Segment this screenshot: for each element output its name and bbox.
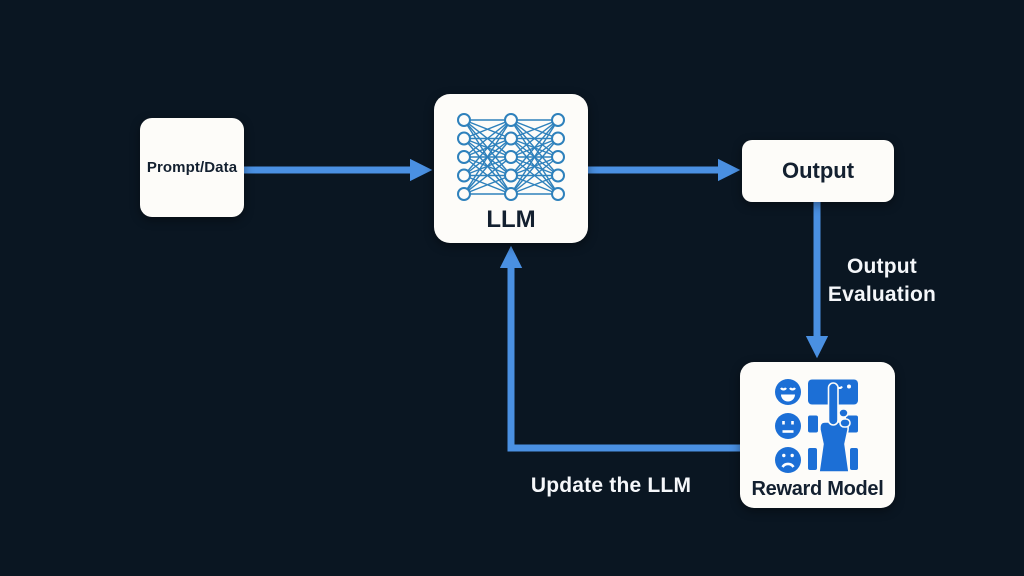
- output-evaluation-line1: Output: [846, 255, 917, 278]
- arrow-reward-to-llm: [499, 245, 740, 452]
- llm-label: LLM: [486, 206, 536, 233]
- knuckle-lower: [838, 417, 851, 428]
- pointing-hand: [817, 420, 850, 473]
- happy-face: [774, 378, 801, 405]
- output-label: Output: [781, 158, 855, 183]
- output-node: Output: [742, 140, 894, 202]
- neural-network-icon: [457, 113, 565, 201]
- rating-card-mid-left: [807, 415, 818, 432]
- update-the-llm-label: Update the LLM: [530, 474, 692, 497]
- feedback-faces-hand-icon: [774, 378, 858, 473]
- output-evaluation-label: Output Evaluation: [812, 253, 952, 309]
- card-eye-dot: [846, 384, 851, 388]
- output-evaluation-line2: Evaluation: [827, 283, 937, 306]
- sad-face: [774, 446, 801, 473]
- rating-card-bottom-left: [807, 447, 817, 470]
- reward-model-node: Reward Model: [740, 362, 895, 508]
- knuckle-upper: [837, 407, 849, 418]
- neutral-face: [774, 412, 801, 439]
- index-finger: [827, 381, 839, 426]
- prompt-data-node: Prompt/Data: [140, 118, 244, 217]
- rating-card-bottom-right: [849, 447, 858, 470]
- llm-node: LLM: [434, 94, 588, 243]
- reward-model-label: Reward Model: [751, 477, 884, 500]
- prompt-data-label: Prompt/Data: [146, 159, 238, 176]
